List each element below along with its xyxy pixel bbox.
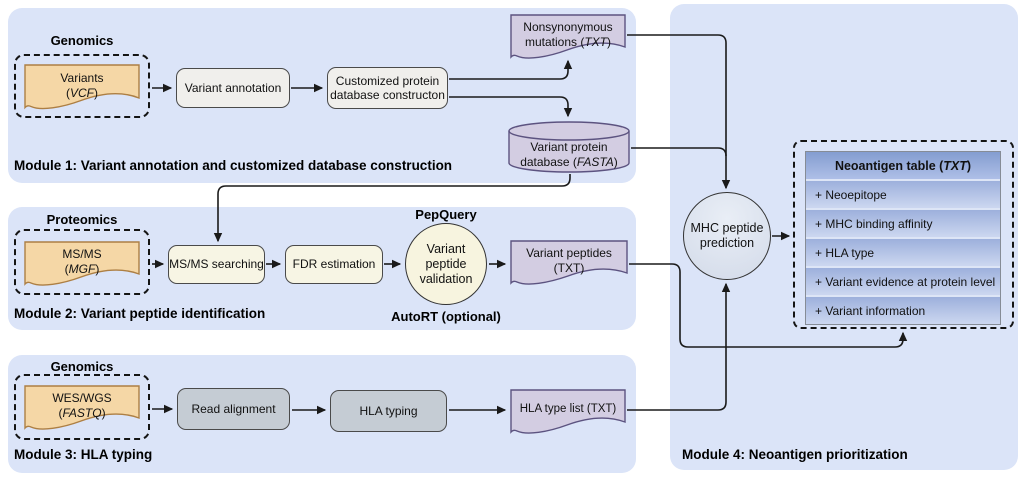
fdr-estimation-box: FDR estimation	[285, 245, 383, 284]
table-row-variant-information: + Variant information	[806, 295, 1000, 324]
genomics-label-module1: Genomics	[50, 33, 114, 48]
table-row-hla-type: + HLA type	[806, 237, 1000, 266]
variant-annotation-box: Variant annotation	[176, 68, 290, 108]
neoantigen-table: Neoantigen table (TXT) + Neoepitope + MH…	[805, 151, 1001, 325]
hla-type-list-document: HLA type list (TXT)	[510, 389, 626, 439]
variant-peptides-document: Variant peptides (TXT)	[510, 240, 628, 290]
pepquery-label: PepQuery	[415, 207, 477, 222]
module-1-title: Module 1: Variant annotation and customi…	[14, 158, 453, 173]
nonsynonymous-mutations-document: Nonsynonymous mutations (TXT)	[510, 14, 626, 64]
msms-searching-box: MS/MS searching	[168, 245, 265, 284]
module-2-title: Module 2: Variant peptide identification	[14, 306, 266, 321]
autort-label: AutoRT (optional)	[391, 309, 501, 324]
module3-input-group-box	[14, 374, 150, 440]
neoantigen-table-header: Neoantigen table (TXT)	[806, 152, 1000, 179]
proteomics-label: Proteomics	[46, 212, 118, 227]
mhc-peptide-prediction-circle: MHC peptide prediction	[683, 192, 771, 280]
module-3-title: Module 3: HLA typing	[14, 447, 153, 462]
module2-input-group-box	[14, 229, 150, 295]
customized-database-box: Customized protein database constructon	[327, 67, 448, 109]
genomics-label-module3: Genomics	[50, 359, 114, 374]
wes-wgs-fastq-document: WES/WGS (FASTQ)	[24, 385, 140, 435]
table-row-neoepitope: + Neoepitope	[806, 179, 1000, 208]
read-alignment-box: Read alignment	[177, 388, 290, 430]
variants-vcf-document: Variants (VCF)	[24, 64, 140, 116]
module-4-title: Module 4: Neoantigen prioritization	[682, 447, 908, 462]
hla-typing-box: HLA typing	[330, 390, 447, 432]
msms-mgf-document: MS/MS (MGF)	[24, 241, 140, 291]
variant-peptide-validation-circle: Variant peptide validation	[405, 223, 487, 305]
module1-input-group-box	[14, 54, 150, 118]
variants-label: Variants	[60, 71, 104, 86]
table-row-variant-evidence: + Variant evidence at protein level	[806, 266, 1000, 295]
table-row-mhc-binding-affinity: + MHC binding affinity	[806, 208, 1000, 237]
variant-protein-database-cylinder: Variant protein database (FASTA)	[508, 121, 630, 173]
